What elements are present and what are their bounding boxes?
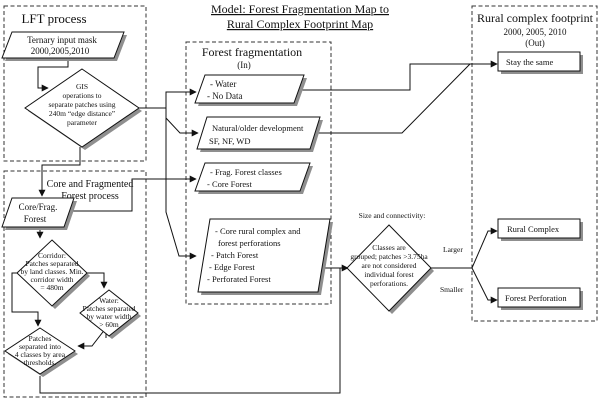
out-stay-label: Stay the same: [506, 57, 553, 67]
input-mask-line-2: 2000,2005,2010: [31, 46, 90, 56]
input-mask-line-1: Ternary input mask: [27, 35, 97, 45]
decision-above-label: Size and connectivity:: [359, 211, 426, 220]
patches-line-4: thresholds.: [24, 358, 57, 367]
larger-label: Larger: [443, 245, 463, 254]
lft-header: LFT process: [21, 11, 86, 26]
water-decision: Water: Patches separated by water width …: [79, 289, 141, 339]
water-line-3: by water width: [87, 312, 132, 321]
frag-forest-classes-box: - Frag. Forest classes - Core Forest: [194, 162, 313, 194]
stay-the-same-box: Stay the same: [497, 51, 583, 74]
corridor-decision: Corridor: Patches separated by land clas…: [16, 239, 90, 309]
size-connectivity-decision: Classes are grouped; patches >3.75ha are…: [346, 224, 434, 314]
core-header-line-1: Core and Fragmented: [47, 179, 134, 190]
patches-line-2: separated into: [19, 342, 61, 351]
gis-line-4: 240m “edge distance”: [49, 109, 115, 118]
decision-line-1: Classes are: [372, 243, 406, 252]
corridor-line-3: by land classes. Min.: [20, 267, 83, 276]
rural-header: Rural complex footprint 2000, 2005, 2010…: [477, 11, 594, 48]
patches-line-1: Patches: [29, 334, 52, 343]
corridor-line-4: corridor width: [30, 275, 73, 284]
gis-line-1: GIS: [76, 82, 88, 91]
frag-box1-line-2: - No Data: [207, 91, 243, 101]
gis-decision: GIS operations to separate patches using…: [24, 68, 142, 150]
frag-box4-line-1: - Core rural complex and: [215, 226, 301, 236]
water-nodata-box: - Water - No Data: [194, 74, 307, 106]
core-fragmented-group: [3, 170, 147, 398]
rural-header-years: 2000, 2005, 2010: [504, 27, 568, 37]
water-line-4: > 60m: [99, 320, 119, 329]
frag-header-title: Forest fragmentation: [202, 45, 302, 59]
frag-box1-line-1: - Water: [210, 79, 236, 89]
core-header: Core and Fragmented Forest process: [47, 179, 134, 202]
frag-box3-line-1: - Frag. Forest classes: [210, 167, 282, 177]
title-line-2: Rural Complex Footprint Map: [227, 17, 373, 31]
rural-complex-box: Rural Complex: [497, 218, 583, 241]
diagram-title: Model: Forest Fragmentation Map to Rural…: [211, 2, 389, 31]
forest-perforation-box: Forest Perforation: [497, 287, 583, 310]
gis-line-2: operations to: [63, 91, 102, 100]
frag-box4-line-2: forest perforations: [218, 238, 281, 248]
forest-fragmentation-group: [185, 41, 332, 305]
frag-box4-line-4: - Edge Forest: [209, 262, 255, 272]
title-line-1: Model: Forest Fragmentation Map to: [211, 2, 389, 16]
core-header-line-2: Forest process: [61, 191, 119, 202]
out-rural-label: Rural Complex: [507, 224, 560, 234]
water-line-1: Water:: [99, 296, 119, 305]
core-frag-forest-box: Core/Frag. Forest: [1, 197, 77, 230]
decision-line-4: individual forest: [364, 270, 414, 279]
patches-decision: Patches separated into 4 classes by area…: [4, 327, 78, 377]
input-mask-box: Ternary input mask 2000,2005,2010: [1, 31, 127, 61]
rural-header-sub: (Out): [525, 38, 545, 48]
frag-box4-line-5: - Perforated Forest: [207, 274, 271, 284]
natural-development-box: Natural/older development SF, NF, WD: [196, 116, 323, 152]
core-frag-line-2: Forest: [24, 214, 47, 224]
smaller-label: Smaller: [440, 285, 464, 294]
corridor-line-1: Corridor:: [38, 251, 66, 260]
rural-header-title: Rural complex footprint: [477, 11, 594, 25]
decision-line-5: perforations.: [370, 279, 408, 288]
frag-box2-line-2: SF, NF, WD: [209, 136, 250, 146]
corridor-line-5: = 480m: [40, 283, 63, 292]
gis-line-3: separate patches using: [48, 100, 115, 109]
water-line-2: Patches separated: [82, 304, 135, 313]
decision-line-3: are not considered: [362, 261, 417, 270]
patches-line-3: 4 classes by area: [15, 350, 66, 359]
frag-header: Forest fragmentation (In): [202, 45, 302, 70]
decision-line-2: grouped; patches >3.75ha: [350, 252, 428, 261]
gis-line-5: parameter: [67, 118, 97, 127]
frag-box2-line-1: Natural/older development: [212, 123, 304, 133]
corridor-line-2: Patches separated: [25, 259, 78, 268]
frag-header-sub: (In): [237, 60, 251, 70]
lft-process-group: [3, 5, 147, 162]
core-frag-line-1: Core/Frag.: [19, 202, 58, 212]
rural-complex-group: [471, 5, 598, 322]
frag-box3-line-2: - Core Forest: [207, 179, 252, 189]
core-rural-complex-box: - Core rural complex and forest perforat…: [197, 218, 333, 295]
frag-box4-line-3: - Patch Forest: [211, 250, 259, 260]
out-perforation-label: Forest Perforation: [505, 293, 567, 303]
